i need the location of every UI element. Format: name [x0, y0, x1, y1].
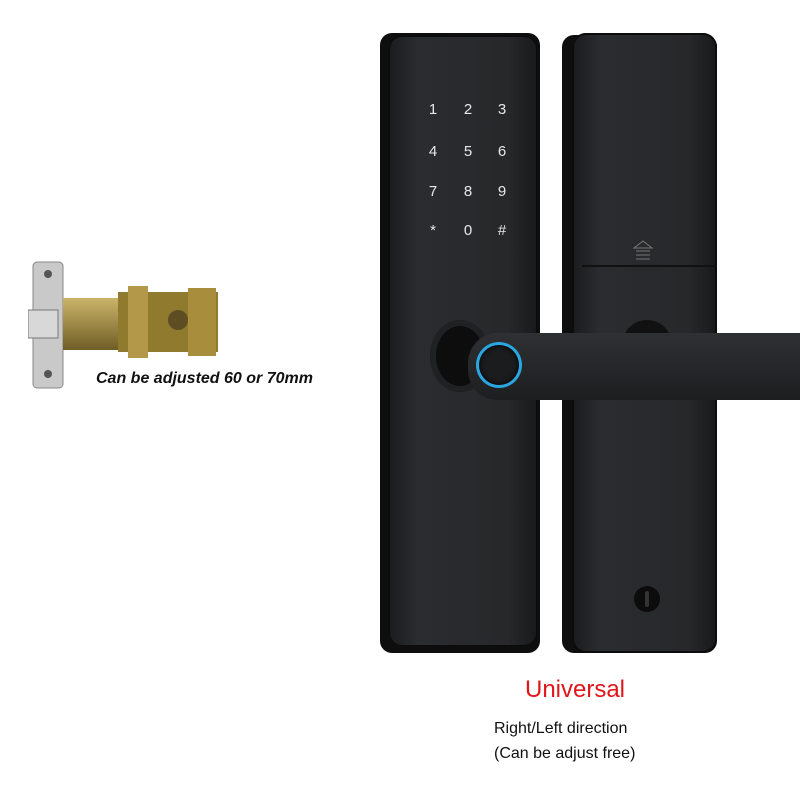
- key-3[interactable]: 3: [497, 101, 507, 118]
- latch-bolt-image: [28, 261, 218, 389]
- key-5[interactable]: 5: [463, 143, 473, 160]
- key-hash[interactable]: #: [497, 222, 507, 239]
- battery-cover-arrow-icon: [632, 240, 654, 260]
- key-2[interactable]: 2: [463, 101, 473, 118]
- key-1[interactable]: 1: [428, 101, 438, 118]
- key-4[interactable]: 4: [428, 143, 438, 160]
- latch-caption: Can be adjusted 60 or 70mm: [96, 370, 313, 387]
- direction-note: (Can be adjust free): [494, 745, 636, 762]
- key-star[interactable]: *: [430, 222, 436, 239]
- key-8[interactable]: 8: [463, 183, 473, 200]
- key-6[interactable]: 6: [497, 143, 507, 160]
- direction-text: Right/Left direction: [494, 720, 628, 737]
- front-handle[interactable]: [468, 333, 800, 400]
- key-7[interactable]: 7: [428, 183, 438, 200]
- fingerprint-sensor-icon[interactable]: [479, 345, 519, 385]
- key-0[interactable]: 0: [463, 222, 473, 239]
- universal-headline: Universal: [524, 676, 626, 703]
- key-9[interactable]: 9: [497, 183, 507, 200]
- key-override-knob[interactable]: [634, 586, 660, 612]
